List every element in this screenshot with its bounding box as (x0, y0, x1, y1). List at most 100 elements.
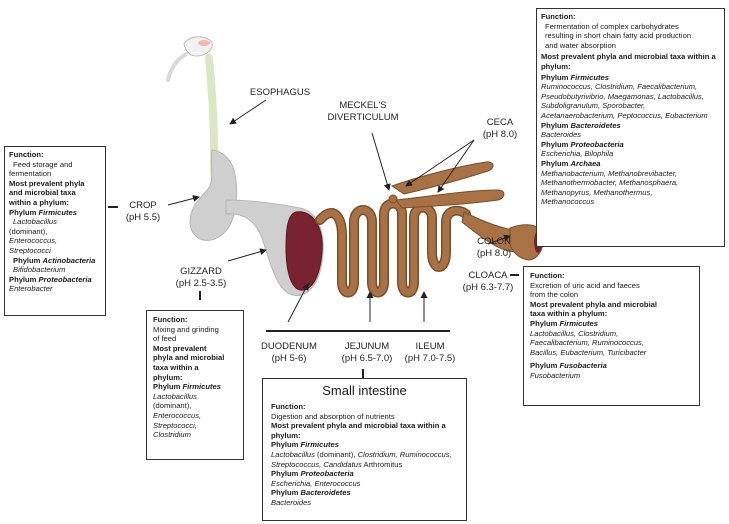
ceca-info-box: Function: Fermentation of complex carboh… (536, 8, 725, 247)
crop-taxa-line: Bifidobacterium (13, 265, 66, 275)
ceca-taxa-line: Escherichia, Bilophila (541, 149, 614, 159)
cloaca-phylum-heading: Phylum Fusobacteria (530, 361, 693, 371)
small-intestine-info-box: Small intestine Function: Digestion and … (262, 378, 467, 521)
taxon: Streptococcus, Candidatus (271, 459, 362, 469)
gizzard-taxa-title: phylum: (153, 372, 183, 382)
jejunum-label-name: JEJUNUM (344, 341, 390, 352)
small-intestine-phylum-heading: Phylum Bacteroidetes (271, 488, 458, 498)
meckels-label-line: MECKEL'S (339, 100, 387, 111)
phylum-name: Firmicutes (182, 382, 221, 392)
taxon-note: (dominant), (314, 449, 358, 459)
duodenum-label-ph: (pH 5-6) (271, 353, 307, 364)
phylum-name: Bacteroidetes (570, 120, 621, 130)
crop-taxa-line: Streptococci (9, 245, 51, 255)
colon-label-ph: (pH 8.0) (476, 248, 512, 259)
crop-phylum-heading: Phylum Proteobacteria (9, 275, 101, 285)
gizzard-taxa-title: phyla and microbial (153, 353, 225, 363)
ileum-label: ILEUM (pH 7.0-7.5) (398, 341, 462, 365)
taxon: Arthromitus (361, 459, 403, 469)
ceca-taxa-line: Methanopyrus, Methanothermus, (541, 187, 653, 197)
colon-label: COLON (pH 8.0) (470, 236, 518, 260)
phylum-prefix: Phylum (530, 361, 560, 371)
phylum-name: Bacteroidetes (300, 488, 351, 498)
phylum-name: Fusobacteria (559, 361, 607, 371)
cloaca-phylum-heading: Phylum Firmicutes (530, 319, 693, 329)
esophagus-label: ESOPHAGUS (249, 87, 311, 98)
colon-label-name: COLON (477, 236, 511, 247)
crop-function-text: fermentation (9, 169, 52, 179)
phylum-prefix: Phylum (271, 469, 301, 479)
ceca-function-text: resulting in short chain fatty acid prod… (545, 31, 692, 41)
meckels-diverticulum-shape (388, 194, 398, 204)
small-intestine-taxa-line: Bacteroides (271, 497, 312, 507)
small-intestine-taxa-line: Lactobacillus (dominant), Clostridium, R… (271, 450, 458, 460)
phylum-prefix: Phylum (541, 139, 571, 149)
crop-taxa-line: Enterobacter (9, 284, 53, 294)
ceca-phylum-heading: Phylum Archaea (541, 159, 720, 169)
ceca-phylum-heading: Phylum Bacteroidetes (541, 121, 720, 131)
phylum-name: Proteobacteria (38, 274, 92, 284)
ceca-taxa-line: Pseudobutyrivibrio, Maegamonas, Lactobac… (541, 91, 704, 101)
cloaca-taxa-title: taxa within a phylum: (530, 309, 608, 319)
small-intestine-taxa-line: Streptococcus, Candidatus Arthromitus (271, 460, 458, 470)
cloaca-taxa-line: Lactobacillus, Clostridium, (530, 328, 619, 338)
cloaca-label: CLOACA (pH 6.3-7.7) (455, 270, 521, 294)
gizzard-label: GIZZARD (pH 2.5-3.5) (160, 266, 242, 290)
crop-taxa-line: Enterococcus, (9, 236, 58, 246)
small-intestine-function-title: Function: (271, 402, 306, 411)
meckels-label-line: DIVERTICULUM (327, 112, 399, 123)
phylum-name: Archaea (570, 158, 601, 168)
phylum-name: Proteobacteria (570, 139, 624, 149)
gizzard-shape (285, 211, 323, 291)
ceca-label-ph: (pH 8.0) (482, 129, 518, 140)
ceca-phylum-heading: Phylum Firmicutes (541, 73, 720, 83)
crop-info-box: Function: Feed storage and fermentation … (4, 146, 106, 316)
beak-icon (166, 36, 213, 82)
gizzard-label-name: GIZZARD (180, 266, 222, 277)
crop-phylum-heading: Phylum Actinobacteria (9, 256, 101, 266)
phylum-prefix: Phylum (9, 207, 39, 217)
small-intestine-taxa-title: Most prevalent phyla and microbial taxa … (271, 421, 446, 431)
cloaca-function-title: Function: (530, 271, 565, 280)
gizzard-taxa-line: Streptococci, (153, 420, 197, 430)
crop-taxa-line: (dominant), (9, 226, 48, 236)
gizzard-taxa-line: (dominant), (153, 401, 192, 411)
gizzard-info-box: Function: Mixing and grinding of feed Mo… (146, 310, 244, 460)
crop-shape (189, 149, 238, 241)
phylum-name: Firmicutes (300, 440, 339, 450)
ceca-label-name: CECA (486, 117, 514, 128)
ceca-taxa-line: Subdoligranulum, Sporobacter, (541, 101, 646, 111)
ceca-function-text: Fermentation of complex carbohydrates (545, 21, 679, 31)
ceca-taxa-line: Bacteroides (541, 130, 582, 140)
small-intestine-taxa-line: Escherichia, Enterococcus (271, 478, 361, 488)
gizzard-taxa-line: Enterococcus, (153, 410, 202, 420)
crop-function-title: Function: (9, 150, 44, 159)
cloaca-taxa-title: Most prevalent phyla and microbial (530, 299, 658, 309)
taxon: Clostridium, Ruminococcus, (357, 449, 452, 459)
phylum-prefix: Phylum (13, 255, 43, 265)
ceca-function-text: and water absorption (545, 40, 616, 50)
phylum-prefix: Phylum (9, 274, 39, 284)
phylum-prefix: Phylum (271, 440, 301, 450)
cloaca-taxa-line: Bacillus, Eubacterium, Turicibacter (530, 347, 647, 357)
crop-label-name: CROP (129, 200, 157, 211)
phylum-name: Proteobacteria (300, 469, 354, 479)
crop-taxa-title: within a phylum: (9, 197, 69, 207)
ileum-label-ph: (pH 7.0-7.5) (404, 353, 456, 364)
ceca-phylum-heading: Phylum Proteobacteria (541, 140, 720, 150)
ileum-label-name: ILEUM (415, 341, 445, 352)
crop-taxa-title: and microbial taxa (9, 188, 76, 198)
small-intestine-title: Small intestine (322, 383, 407, 398)
small-intestine-function-text: Digestion and absorption of nutrients (271, 411, 395, 421)
crop-taxa-title: Most prevalent phyla (9, 178, 85, 188)
phylum-prefix: Phylum (153, 382, 183, 392)
ceca-taxa-line: Ruminococcus, Clostridium, Faecalibacter… (541, 82, 698, 92)
cloaca-label-name: CLOACA (468, 270, 508, 281)
phylum-name: Firmicutes (570, 72, 609, 82)
crop-phylum-heading: Phylum Firmicutes (9, 208, 101, 218)
duodenum-label-name: DUODENUM (261, 341, 317, 352)
ceca-taxa-line: Acetanaerobacterium, Peptococcus, Eubact… (541, 110, 708, 120)
small-intestine-phylum-heading: Phylum Firmicutes (271, 440, 458, 450)
gizzard-function-text: Mixing and grinding (153, 324, 219, 334)
